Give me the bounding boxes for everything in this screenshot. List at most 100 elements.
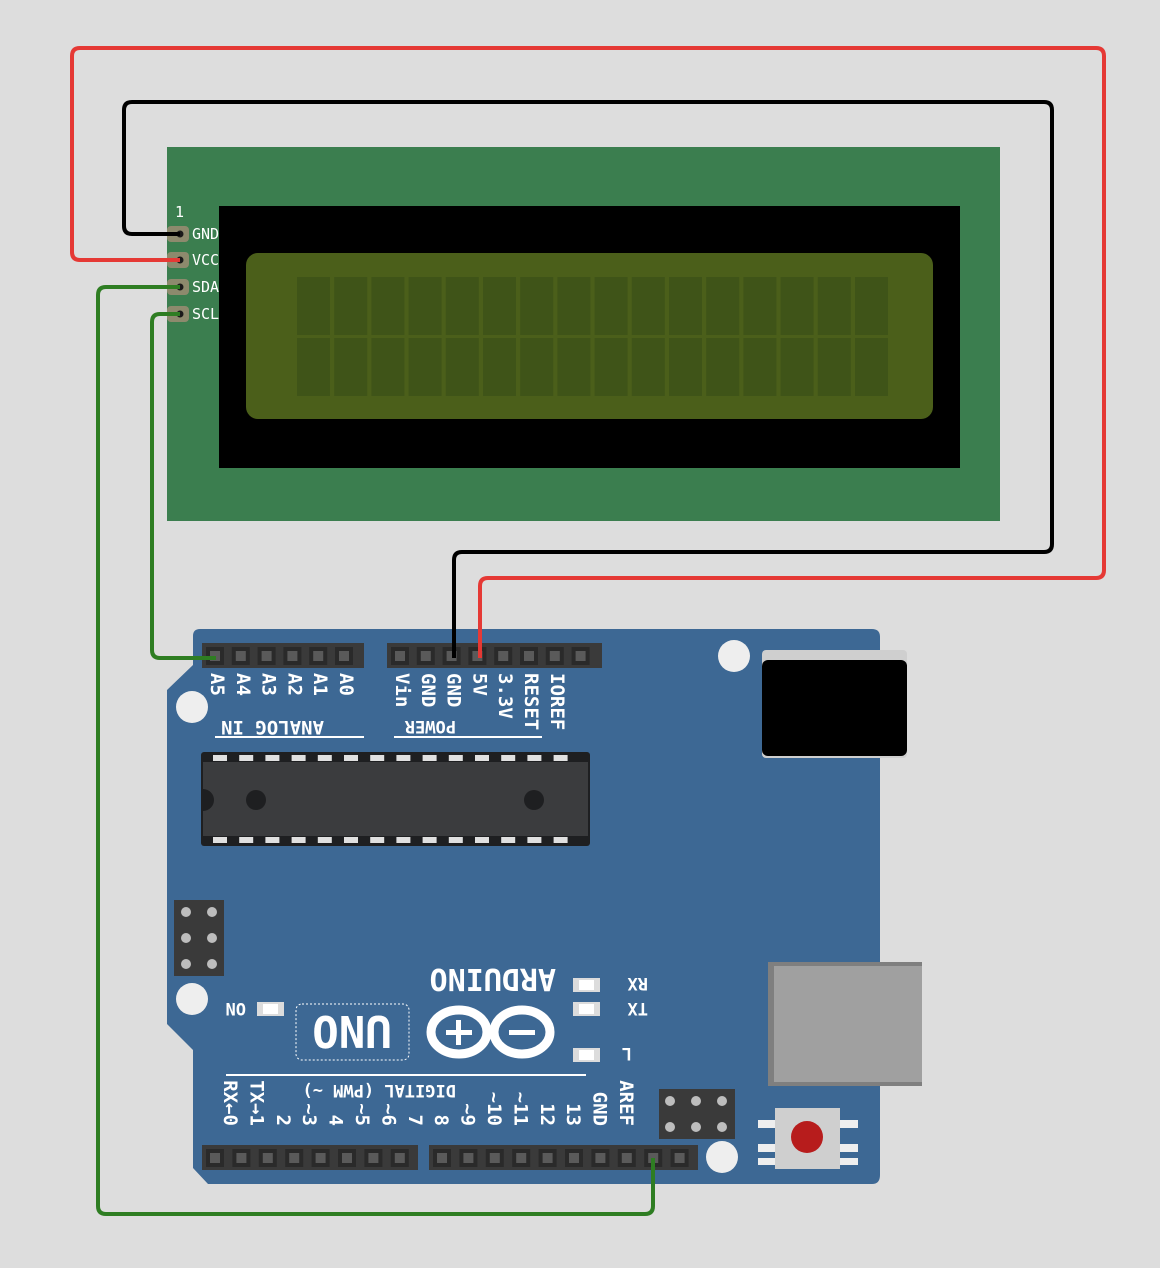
chip-pin: [422, 837, 437, 843]
icsp-pin: [665, 1096, 675, 1106]
header-socket-hole: [542, 1153, 553, 1163]
icsp-pin: [181, 907, 191, 917]
digital-pin-label: AREF: [615, 1080, 637, 1126]
chip-pin: [501, 837, 516, 843]
lcd-cell: [855, 338, 888, 396]
lcd-cell: [743, 338, 777, 396]
digital-pin-label: ~6: [377, 1103, 399, 1126]
chip-pin: [448, 837, 463, 843]
chip-pin: [317, 755, 332, 761]
power-pin-label: GND: [443, 673, 465, 707]
header-socket-hole: [674, 1153, 685, 1163]
led-tx: TX: [573, 998, 648, 1018]
chip-pin: [370, 837, 385, 843]
lcd-pin-sda-label: SDA: [192, 278, 219, 296]
led-rx-label: RX: [627, 973, 648, 993]
header-socket-hole: [595, 1153, 606, 1163]
digital-pin-label: 4: [325, 1115, 347, 1126]
digital-pin-label: RX←0: [219, 1080, 241, 1126]
chip-pin: [475, 755, 489, 761]
lcd-cell: [669, 338, 702, 396]
lcd-cell: [334, 338, 368, 396]
led-on: ON: [226, 998, 284, 1018]
digital-pin-label: GND: [589, 1092, 611, 1126]
lcd-cell: [408, 338, 442, 396]
lcd-module[interactable]: 1 GND VCC SDA SCL: [167, 147, 1000, 521]
led-tx-label: TX: [627, 998, 648, 1018]
chip-pin: [317, 837, 332, 843]
chip-pin: [553, 755, 568, 761]
lcd-cell: [780, 277, 814, 335]
chip-pin: [553, 837, 568, 843]
arduino-logo-icon: [426, 1005, 555, 1059]
header-socket-hole: [339, 651, 349, 661]
lcd-cell: [334, 277, 368, 335]
lcd-cell: [706, 277, 740, 335]
chip-pin: [344, 755, 358, 761]
header-socket-hole: [368, 1153, 379, 1163]
chip-pin: [527, 837, 542, 843]
analog-section: ANALOG IN: [215, 716, 364, 738]
lcd-cell: [297, 277, 330, 335]
header-socket-hole: [463, 1153, 474, 1163]
header-socket-hole: [236, 1153, 247, 1163]
mounting-hole: [718, 640, 750, 672]
lcd-cell: [706, 338, 740, 396]
chip-pin: [422, 755, 437, 761]
digital-header-low: [202, 1145, 418, 1170]
header-socket-hole: [472, 651, 483, 661]
wires: [70, 46, 1106, 1216]
mounting-hole: [176, 983, 208, 1015]
digital-pin-label: TX→1: [245, 1080, 267, 1126]
header-socket-hole: [394, 1153, 405, 1163]
header-socket-hole: [621, 1153, 632, 1163]
icsp-pin: [691, 1096, 701, 1106]
chip-pin: [344, 837, 358, 843]
lcd-cell: [557, 277, 591, 335]
wire-sda[interactable]: [96, 285, 655, 1216]
power-title: POWER: [404, 716, 456, 736]
power-jack: [762, 650, 907, 758]
chip-pin: [527, 755, 542, 761]
svg-text:UNO: UNO: [312, 1005, 391, 1056]
header-socket-hole: [342, 1153, 352, 1163]
power-header: [387, 643, 602, 668]
header-socket-hole: [287, 651, 298, 661]
header-socket-hole: [261, 651, 272, 661]
header-socket-hole: [262, 1153, 273, 1163]
analog-pin-label: A5: [206, 673, 228, 696]
lcd-cell: [483, 338, 516, 396]
header-socket-hole: [516, 1153, 527, 1163]
icsp-header-left: [174, 900, 224, 976]
wire-vcc-5v[interactable]: [70, 46, 1106, 658]
power-pin-label: 3.3V: [494, 673, 516, 719]
header-socket-hole: [569, 1153, 579, 1163]
digital-pin-label: 7: [404, 1115, 426, 1126]
lcd-cell: [631, 338, 665, 396]
wire-gnd-gnd[interactable]: [122, 100, 1054, 658]
lcd-cell: [817, 277, 851, 335]
power-section: POWER: [394, 716, 542, 738]
analog-pin-label: A3: [258, 673, 280, 696]
lcd-cell: [445, 338, 479, 396]
led-l-label: L: [622, 1043, 632, 1063]
led-on-label: ON: [226, 998, 246, 1018]
lcd-cell: [297, 338, 330, 396]
power-pin-label: RESET: [520, 673, 542, 730]
analog-pin-label: A1: [309, 673, 331, 696]
chip-pin: [291, 755, 306, 761]
arduino-brand-text: ARDUINO: [430, 961, 556, 996]
icsp-pin: [691, 1122, 701, 1132]
icsp-pin: [717, 1122, 727, 1132]
reset-button[interactable]: [758, 1108, 858, 1169]
led-l: L: [573, 1043, 632, 1063]
chip-pin: [265, 837, 280, 843]
header-socket-hole: [210, 1153, 220, 1163]
icsp-pin: [181, 933, 191, 943]
icsp-pin: [207, 907, 217, 917]
analog-pin-label: A0: [335, 673, 357, 696]
digital-title: DIGITAL (PWM ~): [302, 1080, 456, 1100]
wire-scl-a5[interactable]: [150, 312, 216, 660]
